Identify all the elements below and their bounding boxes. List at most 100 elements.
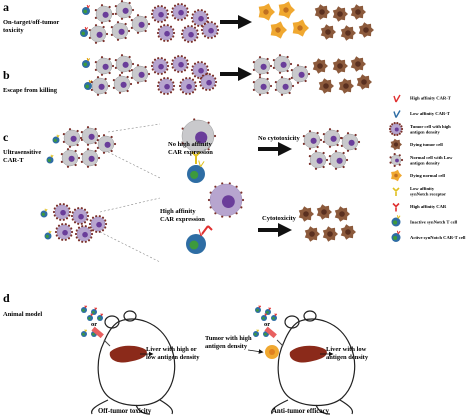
tumor-cell-a0 bbox=[150, 5, 170, 23]
legend-label: Tumor cell with high bbox=[410, 124, 451, 129]
dying-tumor-cell-b0 bbox=[312, 58, 328, 74]
normal-cell-b-after2 bbox=[252, 76, 273, 96]
dying-tumor-cell-c5 bbox=[340, 224, 356, 240]
active-synnotch-car-t-cell-icon bbox=[391, 230, 401, 242]
t-cell-d-right1 bbox=[265, 307, 272, 315]
panel-c-bottom-arrow bbox=[258, 223, 292, 237]
legend-label: Active synNotch CAR-T cell bbox=[410, 235, 466, 240]
normal-cell-b3 bbox=[112, 74, 133, 94]
t-cell-c3 bbox=[40, 208, 48, 218]
legend-inactive-t-cell bbox=[391, 215, 401, 227]
dying-tumor-cell-icon bbox=[390, 138, 402, 151]
legend-item: Dying normal cell bbox=[391, 169, 446, 182]
normal-cell-c-after3 bbox=[308, 150, 329, 170]
dying-normal-cell-icon bbox=[391, 169, 402, 182]
dying-tumor-cell-b3 bbox=[318, 78, 334, 94]
inactive-synnotch-t-cell-icon bbox=[391, 215, 401, 227]
t-cell-d-right3 bbox=[271, 313, 278, 321]
liver-right-label-line1: Liver with low bbox=[326, 346, 367, 353]
mouse-left bbox=[90, 310, 176, 415]
tumor-label-line1: Tumor with high bbox=[205, 335, 252, 342]
tumor-on-mouse bbox=[265, 345, 279, 359]
dying-tumor-cell-a4 bbox=[340, 25, 356, 41]
dying-tumor-cell-c4 bbox=[322, 226, 338, 242]
dying-tumor-cell-b1 bbox=[332, 58, 348, 74]
legend: High affinity CAR-T Low affinity CAR-T Tum… bbox=[388, 94, 466, 242]
legend-item: High affinity CAR-T bbox=[393, 94, 451, 103]
t-cell-a2 bbox=[80, 26, 89, 37]
dying-tumor-cell-c3 bbox=[304, 226, 320, 242]
or-label-left: or bbox=[91, 321, 97, 328]
normal-cell-c0 bbox=[62, 128, 83, 148]
tumor-cell-c2 bbox=[54, 223, 74, 241]
panel-b-arrow bbox=[220, 67, 252, 81]
panel-c-title-line2: CAR-T bbox=[3, 157, 24, 164]
legend-label: antigen density bbox=[410, 161, 440, 166]
normal-cell-b-after1 bbox=[272, 54, 293, 74]
dying-tumor-cell-a2 bbox=[350, 4, 366, 20]
or-label-right: or bbox=[264, 321, 270, 328]
tumor-cell-c1 bbox=[70, 207, 90, 225]
legend-label: antigen density bbox=[410, 130, 440, 135]
normal-cell-zoom bbox=[181, 118, 217, 154]
legend-label: High affinity CAR-T bbox=[410, 96, 451, 101]
dying-tumor-cell-c1 bbox=[316, 204, 332, 220]
normal-cell-a2 bbox=[88, 24, 109, 44]
caption-right: Anti-tumor efficacy bbox=[272, 408, 330, 415]
normal-cell-b2 bbox=[90, 76, 111, 96]
legend-label: High affinity CAR bbox=[410, 204, 447, 209]
panel-a-arrow bbox=[220, 15, 252, 29]
tumor-cell-high-antigen-icon bbox=[388, 122, 404, 136]
normal-cell-c2 bbox=[96, 134, 117, 154]
dying-tumor-cell-b2 bbox=[350, 56, 366, 72]
dying-tumor-cell-c2 bbox=[334, 206, 350, 222]
panel-b-title: Escape from killing bbox=[3, 87, 58, 94]
legend-normal-cell bbox=[389, 153, 404, 167]
t-cell-d-left0 bbox=[81, 305, 88, 313]
legend-item: Low affinity CAR-T bbox=[393, 110, 450, 118]
panel-c-bottom-label-line2: CAR expression bbox=[160, 216, 205, 223]
legend-item: Dying tumor cell bbox=[390, 138, 444, 151]
panel-a-cells bbox=[80, 0, 374, 44]
syringe-left bbox=[91, 326, 111, 347]
normal-cell-b-after3 bbox=[274, 76, 295, 96]
panel-c-letter: c bbox=[3, 130, 9, 144]
liver-right bbox=[289, 345, 327, 363]
tumor-cell-zoom bbox=[207, 182, 245, 218]
normal-cell-b4 bbox=[130, 64, 151, 84]
normal-cell-c4 bbox=[80, 148, 101, 168]
panel-a-title-line2: toxicity bbox=[3, 27, 24, 34]
panel-d-labels: Liver with high or low antigen density T… bbox=[91, 321, 369, 415]
legend-label: Normal cell with Low bbox=[410, 155, 453, 160]
t-cell-a1 bbox=[82, 4, 91, 15]
liver-right-label-line2: antigen density bbox=[326, 354, 369, 361]
tumor-cell-a4 bbox=[180, 25, 200, 43]
panel-c-bottom-cells bbox=[40, 182, 356, 254]
normal-cell-c-after4 bbox=[328, 150, 349, 170]
t-cell-d-left-b0 bbox=[81, 329, 88, 337]
dying-tumor-cell-a3 bbox=[320, 24, 336, 40]
dying-tumor-cell-c0 bbox=[298, 206, 314, 222]
panel-a-header: a On-target/off-tumor toxicity bbox=[3, 0, 59, 34]
panel-c-bottom-result: Cytotoxicity bbox=[262, 215, 297, 222]
dying-tumor-cell-b4 bbox=[338, 78, 354, 94]
normal-cell-low-antigen-icon bbox=[389, 153, 404, 167]
inactive-synnotch-t-cell-zoom bbox=[187, 160, 205, 183]
dying-normal-cell-a3 bbox=[292, 19, 309, 37]
dying-tumor-cell-b5 bbox=[356, 74, 372, 90]
liver-left-label-line1: Liver with high or bbox=[146, 346, 197, 353]
tumor-cell-a1 bbox=[170, 3, 190, 21]
low-affinity-car-t-icon bbox=[393, 110, 401, 118]
panel-b-header: b Escape from killing bbox=[3, 68, 58, 94]
mouse-right bbox=[270, 310, 356, 415]
syringe-right bbox=[264, 326, 284, 347]
panel-c-header: c Ultrasensitive CAR-T bbox=[3, 130, 41, 164]
panel-c-top-label-line2: CAR expression bbox=[168, 149, 213, 156]
high-affinity-car-icon bbox=[392, 202, 400, 212]
tumor-cell-b5 bbox=[198, 73, 218, 91]
t-cell-d-left3 bbox=[97, 313, 104, 321]
t-cell-d-right2 bbox=[261, 313, 268, 321]
